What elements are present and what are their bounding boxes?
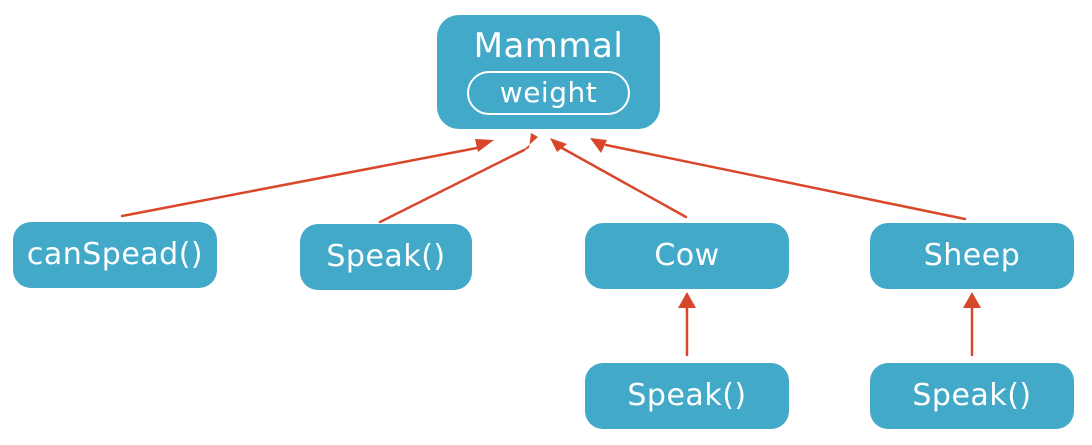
edge-cow-to-mammal xyxy=(560,146,688,219)
sheep-speak-label: Speak() xyxy=(912,378,1032,413)
cow-speak-method-box: Speak() xyxy=(585,363,789,429)
sheep-class-box: Sheep xyxy=(870,223,1074,289)
canspead-method-box: canSpead() xyxy=(13,222,217,288)
arrowhead-speak2 xyxy=(678,292,696,308)
arrowhead-sheep xyxy=(590,138,607,153)
cow-class-box: Cow xyxy=(585,223,789,289)
arrowhead-speak1 xyxy=(520,133,538,153)
mammal-class-box: Mammal weight xyxy=(437,15,660,129)
speak-method-box: Speak() xyxy=(300,224,472,290)
mammal-class-name: Mammal xyxy=(473,26,624,66)
edge-sheep-to-mammal xyxy=(604,143,967,221)
edge-speak1-to-mammal xyxy=(378,148,526,224)
sheep-label: Sheep xyxy=(923,238,1021,273)
cow-label: Cow xyxy=(654,238,720,273)
speak-label: Speak() xyxy=(326,239,446,274)
weight-attribute-pill: weight xyxy=(467,71,630,115)
cow-speak-label: Speak() xyxy=(627,378,747,413)
arrowhead-cow xyxy=(550,138,567,152)
sheep-speak-method-box: Speak() xyxy=(870,363,1074,429)
arrowhead-speak3 xyxy=(963,292,981,308)
edge-canspead-to-mammal xyxy=(120,145,484,218)
canspead-label: canSpead() xyxy=(26,237,204,272)
arrowhead-canspead xyxy=(475,139,494,152)
